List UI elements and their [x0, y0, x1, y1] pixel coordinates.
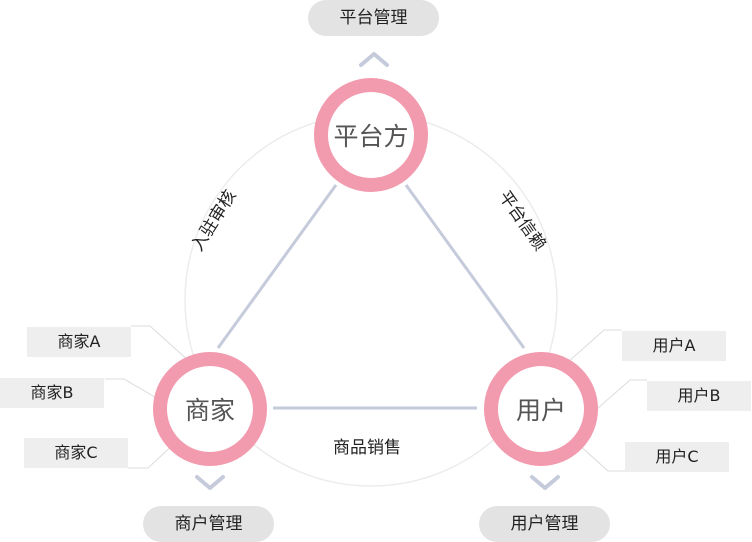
merchant-manage-pill: 商户管理 — [143, 506, 274, 542]
merchant-node: 商家 — [153, 352, 267, 466]
edge-label-goods-sales: 商品销售 — [333, 438, 401, 458]
chevron-down-icon — [530, 475, 560, 490]
connector-merchant-b — [105, 378, 161, 401]
user-node-label: 用户 — [498, 366, 584, 452]
merchant-node-label: 商家 — [167, 366, 253, 452]
merchant-tag-b: 商家B — [0, 378, 104, 408]
edge-platform-user — [404, 184, 526, 349]
merchant-tag-c: 商家C — [24, 438, 128, 468]
user-tag-a: 用户A — [622, 331, 726, 361]
platform-node-label: 平台方 — [328, 92, 414, 178]
connector-user-a — [567, 329, 622, 363]
connector-user-c — [577, 443, 625, 472]
user-tag-c: 用户C — [625, 442, 729, 472]
connector-merchant-c — [128, 441, 177, 469]
user-tag-b: 用户B — [647, 381, 751, 411]
platform-node: 平台方 — [314, 78, 428, 192]
platform-manage-pill: 平台管理 — [308, 0, 439, 36]
chevron-up-icon — [359, 52, 389, 67]
chevron-down-icon — [195, 475, 225, 490]
connector-merchant-a — [131, 325, 191, 363]
edge-platform-merchant — [216, 184, 338, 349]
merchant-tag-a: 商家A — [27, 327, 131, 357]
user-manage-pill: 用户管理 — [479, 506, 610, 542]
connector-user-b — [597, 379, 647, 409]
user-node: 用户 — [484, 352, 598, 466]
